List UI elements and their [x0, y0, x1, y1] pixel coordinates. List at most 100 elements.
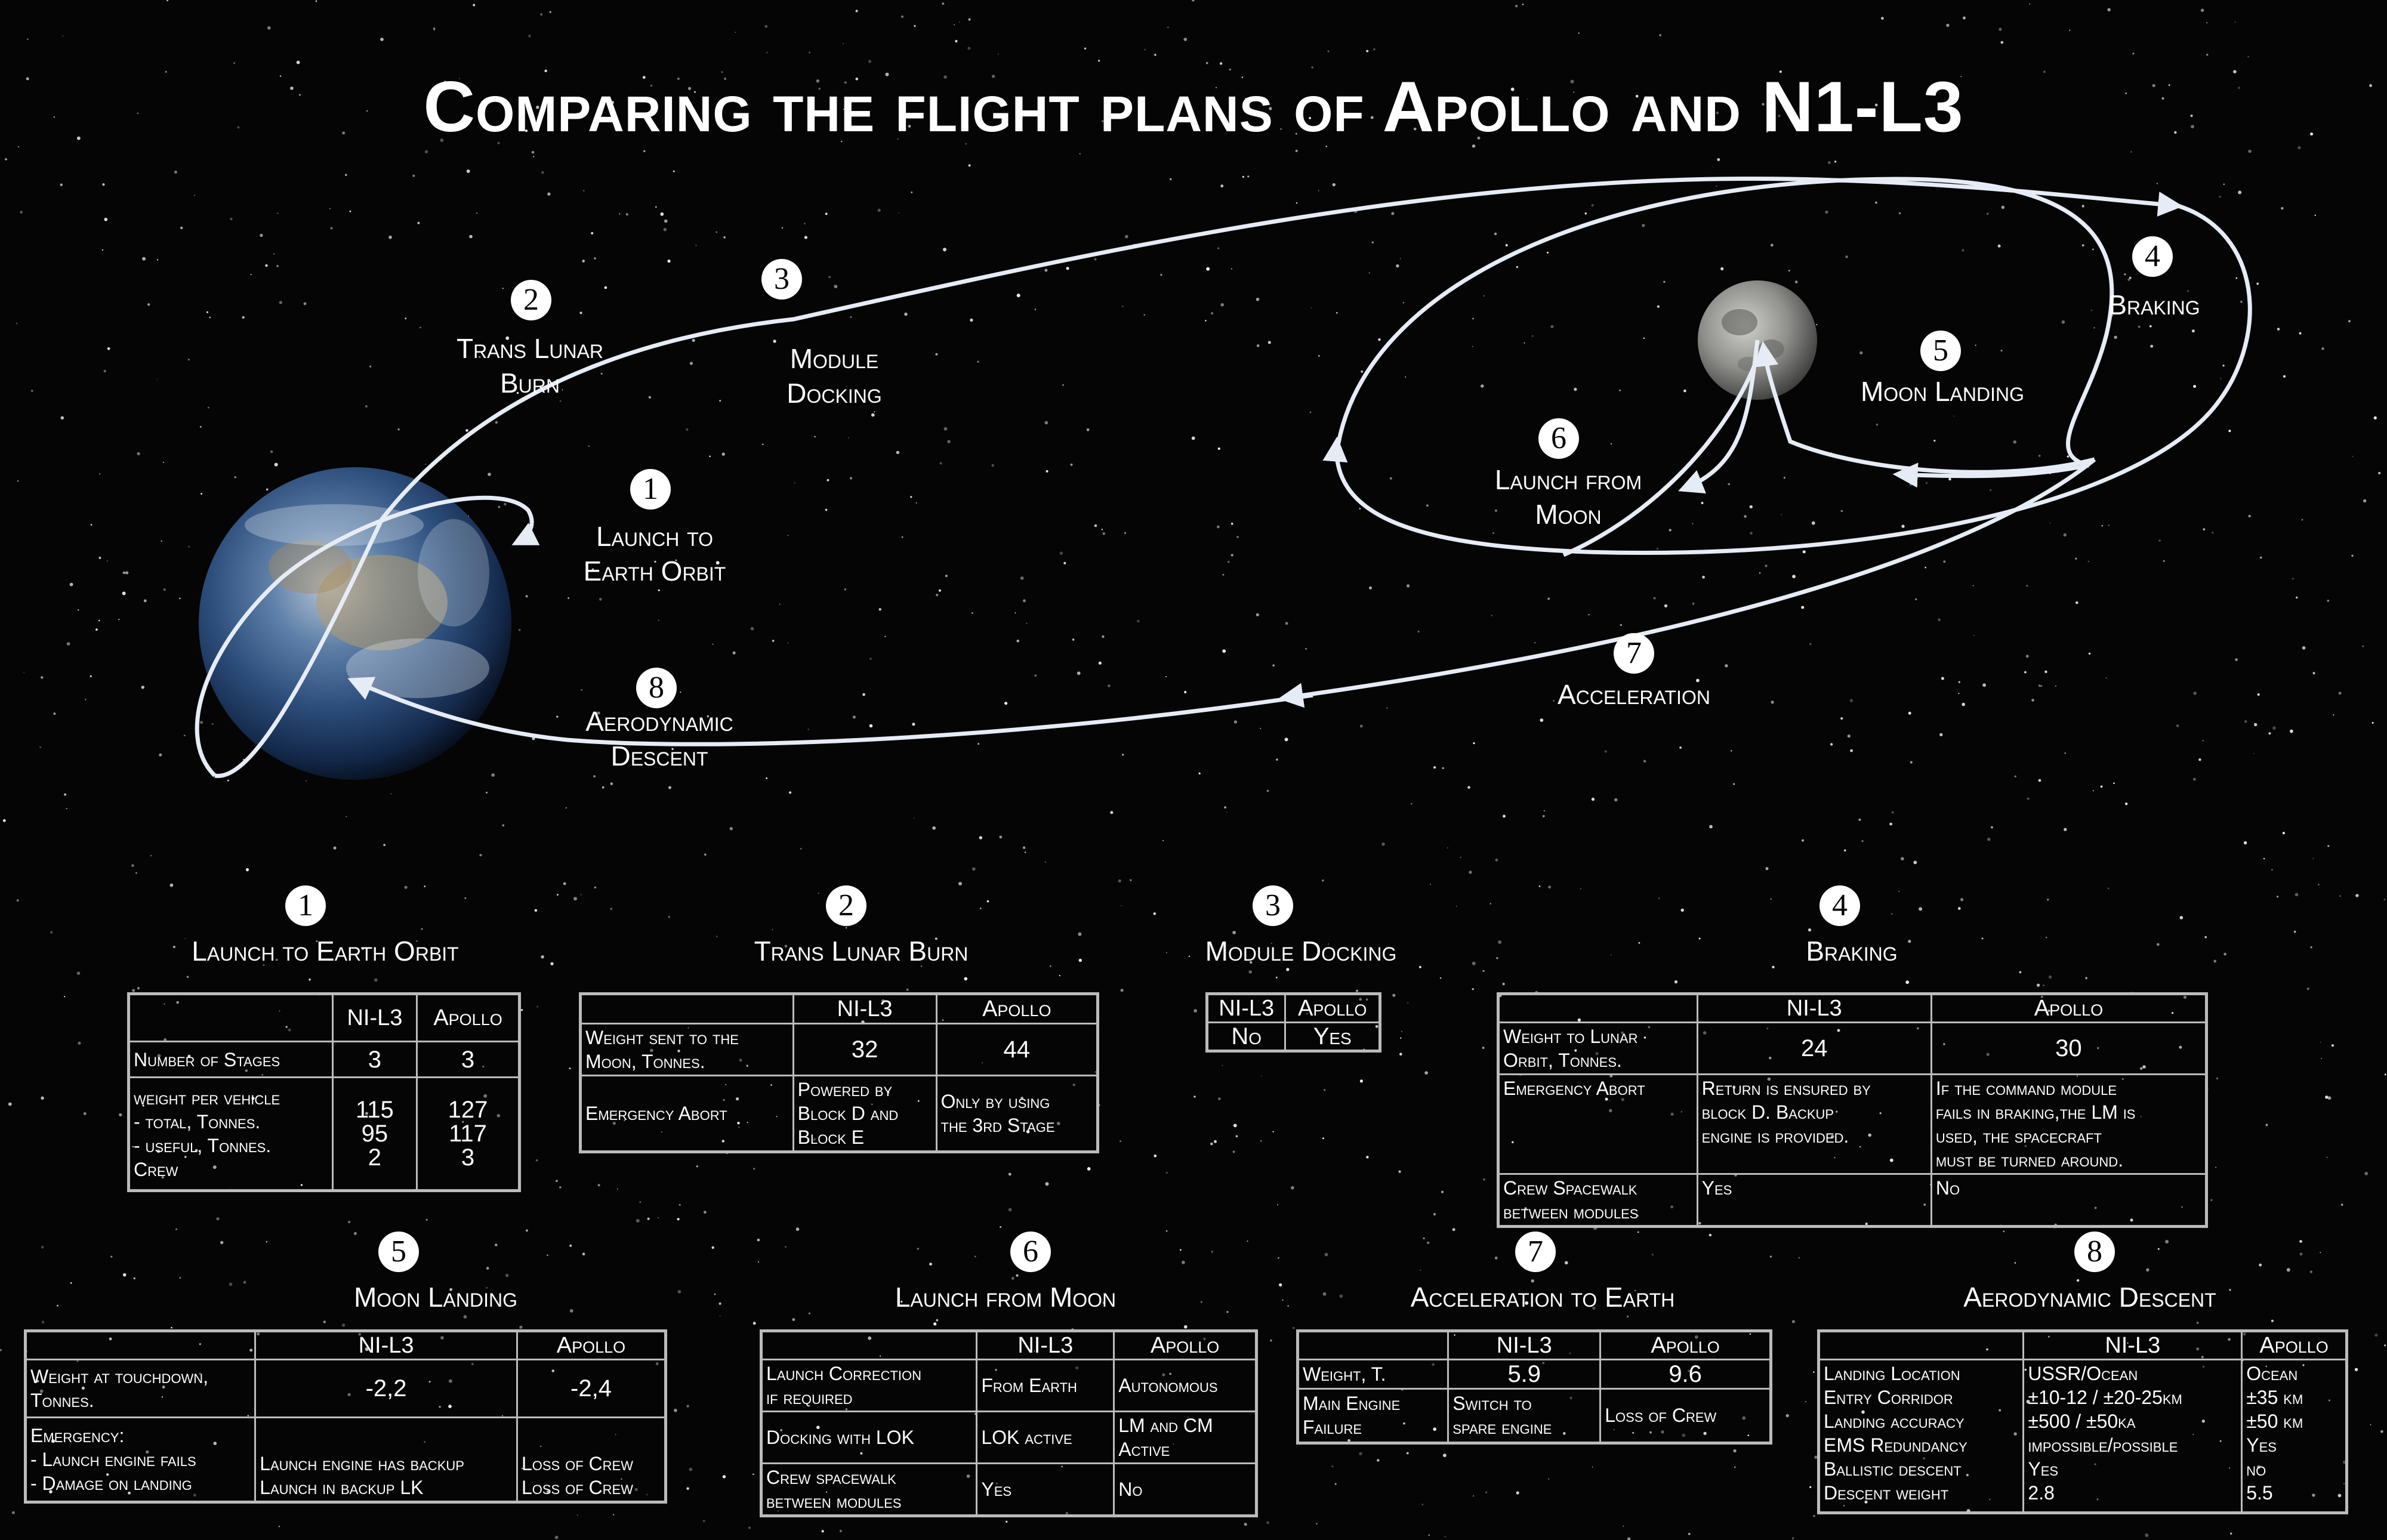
star	[1004, 702, 1008, 705]
star	[2384, 1073, 2386, 1076]
star	[1211, 312, 1214, 315]
star	[1492, 532, 1494, 534]
star	[526, 1229, 528, 1232]
star	[541, 955, 544, 959]
star	[2297, 146, 2301, 150]
star	[562, 389, 563, 391]
star	[1813, 1371, 1815, 1374]
star	[2213, 959, 2217, 963]
star	[2259, 1263, 2262, 1267]
star	[2124, 273, 2126, 276]
star	[171, 1326, 172, 1329]
star	[1084, 47, 1087, 50]
col-header-apollo: Apollo	[2241, 1330, 2348, 1360]
star	[1769, 1255, 1772, 1258]
star	[932, 826, 936, 830]
star	[569, 1244, 572, 1247]
table-6-title: Launch from Moon	[895, 1282, 1117, 1313]
star	[1059, 551, 1063, 555]
star	[581, 689, 583, 691]
star	[547, 1254, 548, 1256]
star	[591, 232, 594, 234]
star	[935, 937, 937, 940]
star	[1421, 1504, 1424, 1505]
star	[1669, 529, 1671, 532]
star	[2146, 1268, 2149, 1272]
star	[1271, 943, 1272, 944]
star	[433, 27, 436, 30]
star	[541, 171, 544, 174]
star	[610, 101, 615, 104]
star	[1627, 1315, 1629, 1317]
star	[655, 206, 657, 208]
star	[2093, 327, 2095, 329]
star	[505, 1274, 509, 1277]
star	[2186, 290, 2189, 292]
row-label: Docking with LOK	[760, 1411, 978, 1464]
star	[1801, 606, 1805, 609]
star	[535, 1159, 538, 1162]
star	[869, 658, 872, 660]
star	[1184, 691, 1187, 693]
star	[2038, 779, 2041, 782]
star	[20, 211, 23, 214]
star	[342, 1323, 346, 1327]
star	[709, 455, 711, 458]
star	[2061, 320, 2065, 324]
star	[479, 356, 481, 358]
star	[2378, 471, 2381, 474]
star	[70, 1282, 72, 1284]
star	[1070, 463, 1073, 466]
table-7-badge: 7	[1515, 1232, 1556, 1272]
star	[425, 464, 427, 465]
star	[464, 897, 467, 899]
star	[519, 1325, 523, 1329]
star	[388, 235, 392, 239]
star	[1482, 1047, 1485, 1049]
star	[1522, 4, 1524, 5]
col-header-n1l3: NI-L3	[1447, 1330, 1602, 1360]
star	[658, 589, 660, 591]
star	[1663, 280, 1666, 283]
star	[1222, 649, 1226, 653]
star	[2204, 936, 2207, 939]
star	[1014, 612, 1016, 614]
star	[795, 1227, 800, 1232]
star	[2069, 29, 2071, 31]
star	[1247, 175, 1250, 178]
star	[991, 75, 995, 78]
star	[1256, 344, 1260, 347]
star	[405, 317, 407, 320]
trans-lunar-path	[214, 177, 2184, 778]
star	[2193, 385, 2197, 388]
star	[1813, 1515, 1815, 1517]
star	[1272, 664, 1275, 667]
star	[263, 964, 265, 966]
star	[1657, 305, 1660, 308]
star	[1958, 681, 1960, 683]
star	[686, 428, 689, 431]
star	[1981, 937, 1984, 940]
star	[374, 978, 378, 982]
star	[1219, 62, 1223, 65]
star	[616, 1188, 618, 1190]
col-header-apollo: Apollo	[1930, 993, 2208, 1023]
star	[473, 4, 476, 7]
star	[1192, 0, 1195, 2]
star	[1191, 436, 1195, 440]
star	[1653, 597, 1656, 600]
star	[1122, 754, 1124, 756]
star	[11, 1511, 15, 1514]
star	[175, 1228, 178, 1230]
star	[2222, 365, 2225, 367]
col-header-n1l3: NI-L3	[792, 993, 937, 1024]
star	[1460, 856, 1462, 859]
star	[1643, 337, 1645, 339]
star	[1827, 161, 1831, 164]
star	[1232, 1150, 1235, 1153]
star	[1381, 842, 1385, 846]
star	[1634, 1289, 1636, 1292]
